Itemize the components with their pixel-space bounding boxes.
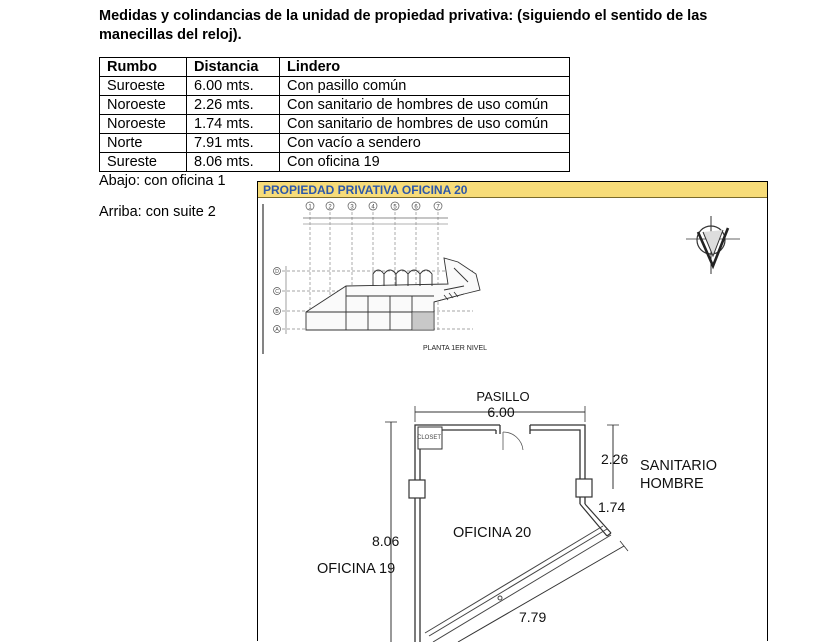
cell-distance: 2.26 mts. [186, 95, 280, 115]
cell-distance: 7.91 mts. [186, 133, 280, 153]
diagonal-wall [579, 503, 612, 537]
bathroom-label-line2: HOMBRE [640, 476, 704, 492]
key-plan: 1 2 3 4 5 6 7 D [262, 201, 487, 354]
highlighted-unit [411, 311, 435, 331]
column-header-distance: Distancia [186, 57, 280, 77]
column-header-direction: Rumbo [99, 57, 187, 77]
diagonal-length: 1.74 [598, 499, 625, 515]
closet: CLOSET [417, 426, 443, 450]
key-plan-caption: PLANTA 1ER NIVEL [423, 345, 487, 352]
table-row: Sureste 8.06 mts. Con oficina 19 [99, 152, 570, 172]
cell-distance: 8.06 mts. [186, 152, 280, 172]
corridor-label: PASILLO [476, 389, 529, 404]
note-above: Arriba: con suite 2 [99, 204, 216, 220]
cell-boundary: Con sanitario de hombres de uso común [279, 114, 570, 134]
cell-direction: Norte [99, 133, 187, 153]
cell-direction: Noroeste [99, 95, 187, 115]
table-header-row: Rumbo Distancia Lindero [99, 57, 570, 77]
cell-boundary: Con vacío a sendero [279, 133, 570, 153]
grid-col-label: 5 [393, 205, 397, 211]
bathroom-label-line1: SANITARIO [640, 458, 717, 474]
dimension-line-bottom [457, 545, 625, 642]
structural-column [575, 478, 593, 498]
door-icon [502, 431, 524, 451]
grid-column-markers: 1 2 3 4 5 6 7 [305, 201, 443, 211]
grid-row-label: A [275, 327, 279, 333]
bottom-length: 7.79 [519, 609, 546, 625]
side-length: 8.06 [372, 533, 399, 549]
grid-col-label: 7 [436, 205, 440, 211]
structural-column [408, 479, 426, 499]
floor-plan-drawing: 1 2 3 4 5 6 7 D [262, 201, 740, 642]
office-label: OFICINA 20 [453, 525, 531, 541]
grid-col-label: 6 [414, 205, 418, 211]
cell-boundary: Con pasillo común [279, 76, 570, 96]
table-row: Norte 7.91 mts. Con vacío a sendero [99, 133, 570, 153]
grid-row-label: C [275, 289, 279, 295]
glazing-wall [424, 525, 612, 642]
page-heading: Medidas y colindancias de la unidad de p… [99, 8, 708, 43]
grid-col-label: 4 [371, 205, 375, 211]
cell-distance: 1.74 mts. [186, 114, 280, 134]
plan-title: PROPIEDAD PRIVATIVA OFICINA 20 [258, 182, 767, 198]
closet-label: CLOSET [417, 435, 441, 441]
boundaries-table: Rumbo Distancia Lindero Suroeste 6.00 mt… [99, 57, 570, 172]
cell-direction: Suroeste [99, 76, 187, 96]
table-row: Noroeste 1.74 mts. Con sanitario de homb… [99, 114, 570, 134]
grid-col-label: 2 [328, 205, 332, 211]
grid-row-label: D [275, 269, 279, 275]
grid-col-label: 3 [350, 205, 354, 211]
unit-plan: PASILLO 6.00 [317, 389, 717, 642]
neighbor-office-label: OFICINA 19 [317, 561, 395, 577]
note-below: Abajo: con oficina 1 [99, 173, 226, 189]
cell-boundary: Con sanitario de hombres de uso común [279, 95, 570, 115]
column-header-boundary: Lindero [279, 57, 570, 77]
floor-plan-panel: PROPIEDAD PRIVATIVA OFICINA 20 1 2 3 4 5… [257, 181, 768, 642]
table-row: Noroeste 2.26 mts. Con sanitario de homb… [99, 95, 570, 115]
cell-distance: 6.00 mts. [186, 76, 280, 96]
cell-direction: Sureste [99, 152, 187, 172]
corridor-length: 6.00 [487, 404, 514, 420]
grid-row-markers: D C B A [273, 267, 281, 333]
grid-col-label: 1 [308, 205, 312, 211]
north-arrow-icon [686, 216, 740, 274]
building-outline [305, 257, 481, 331]
table-row: Suroeste 6.00 mts. Con pasillo común [99, 76, 570, 96]
cell-boundary: Con oficina 19 [279, 152, 570, 172]
cell-direction: Noroeste [99, 114, 187, 134]
bathroom-length: 2.26 [601, 451, 628, 467]
grid-row-label: B [275, 309, 279, 315]
